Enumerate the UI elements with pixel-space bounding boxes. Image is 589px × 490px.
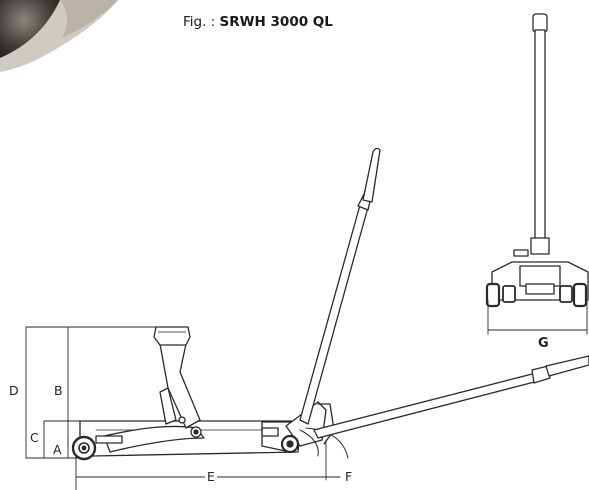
caption-prefix: Fig. : [183,14,216,30]
side-view-jack [25,147,589,490]
dimension-label-g: G [538,336,549,351]
dimension-label-b: B [54,383,63,398]
dimension-label-e: E [205,469,217,484]
dimension-label-a: A [53,442,62,457]
dimension-label-c: C [30,430,39,445]
lowered-handle-grip [545,355,589,377]
caption-model: SRWH 3000 QL [219,14,333,30]
raised-handle-grip [362,147,381,203]
lowered-handle [313,371,543,439]
figure-caption: Fig. : SRWH 3000 QL [183,14,333,30]
lift-arm [103,425,205,453]
raised-handle [299,197,371,425]
photo-remnant-corner [0,0,118,72]
front-right-wheel [572,282,588,308]
dimension-label-d: D [9,383,19,398]
front-view-jack [485,13,589,335]
saddle [153,326,191,346]
dimension-label-f: F [345,469,353,484]
front-handle-grip [532,13,548,33]
front-handle-shaft [534,29,546,243]
front-left-wheel [485,282,501,308]
